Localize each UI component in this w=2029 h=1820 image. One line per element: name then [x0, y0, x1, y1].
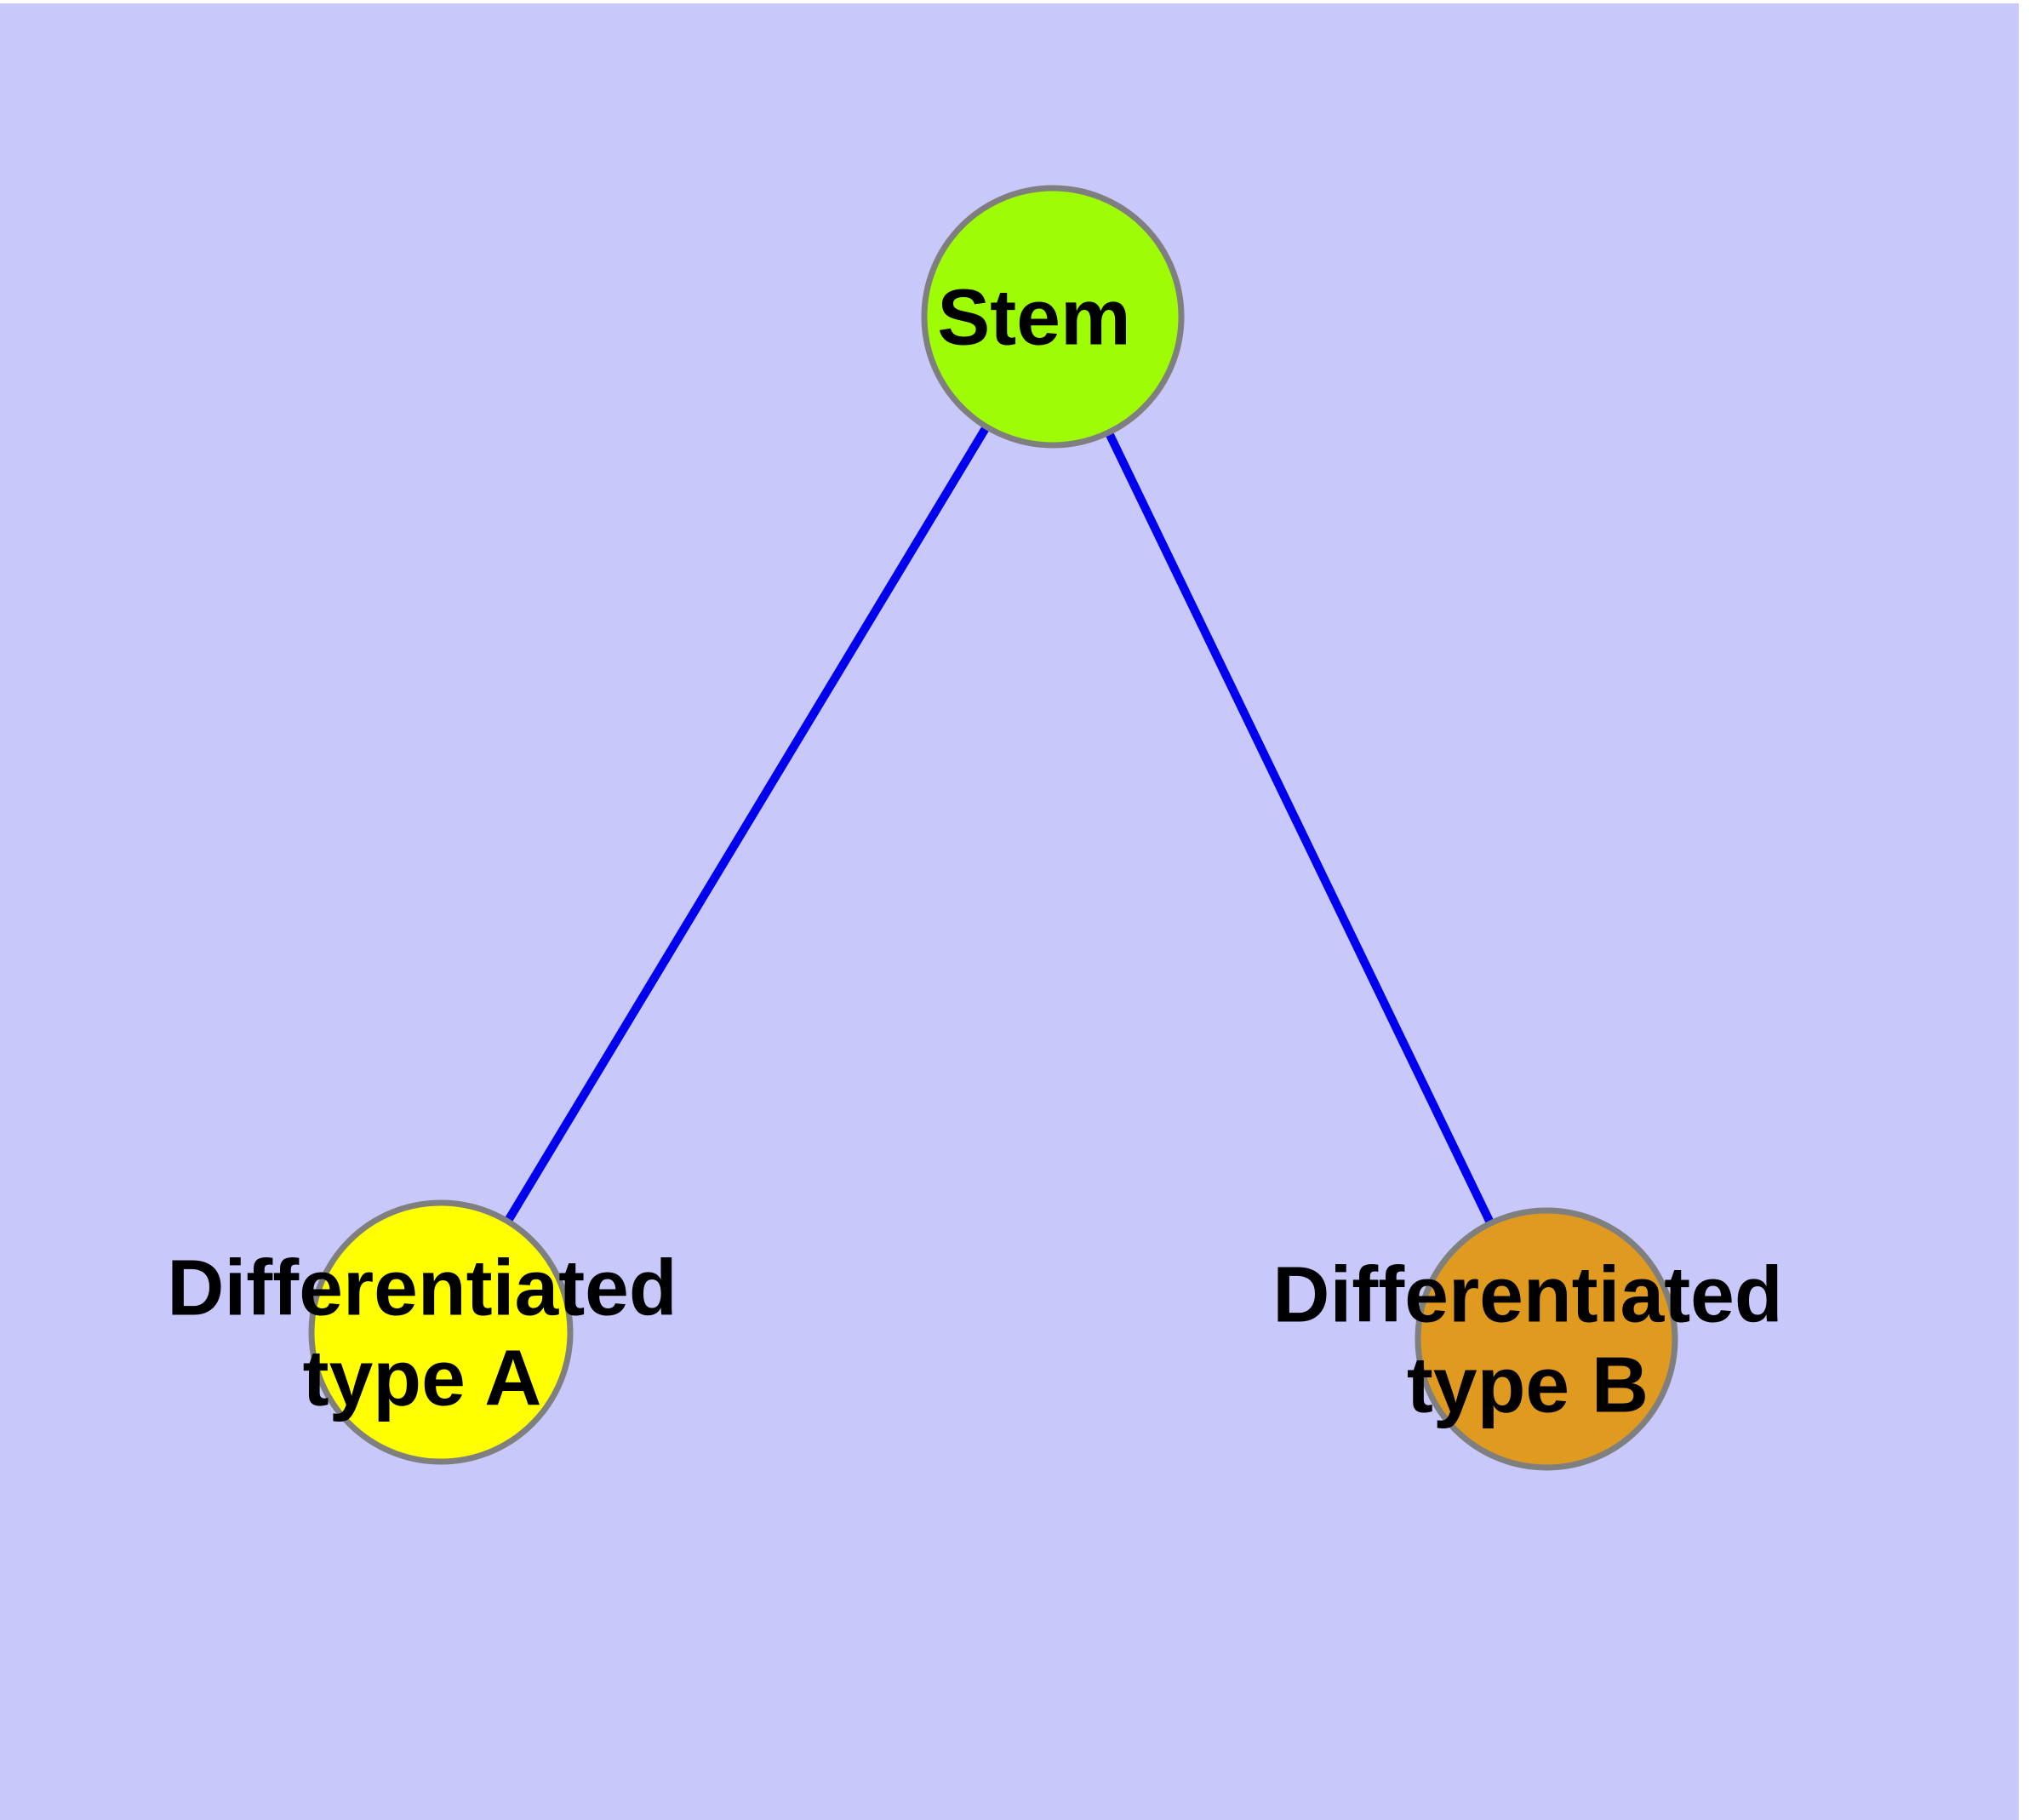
node-differentiated-type-a[interactable] [308, 1199, 574, 1465]
node-label-line: Differentiated [167, 1244, 677, 1332]
node-label-line: type B [1407, 1341, 1649, 1429]
nodes-layer [308, 185, 1678, 1471]
edges-layer [505, 426, 1494, 1223]
node-label-line: Differentiated [1272, 1251, 1782, 1339]
node-label-line: type A [303, 1334, 542, 1422]
node-label-line: Stem [937, 273, 1130, 362]
edge-stem-to-differentiated-type-a[interactable] [505, 426, 989, 1222]
node-label-stem: Stem [937, 273, 1130, 362]
node-stem[interactable] [921, 185, 1185, 449]
node-differentiated-type-b[interactable] [1415, 1207, 1678, 1471]
edge-stem-to-differentiated-type-b[interactable] [1106, 432, 1494, 1223]
